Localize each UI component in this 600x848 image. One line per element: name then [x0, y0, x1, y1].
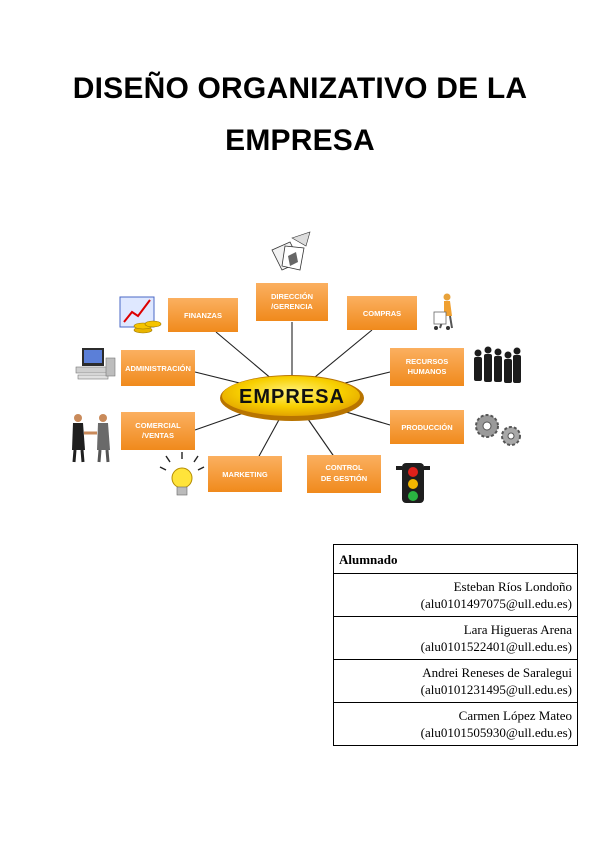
box-administracion-label: ADMINISTRACIÓN: [125, 364, 191, 373]
box-recursos-label-2: HUMANOS: [408, 367, 447, 376]
finance-chart-coins-icon: [119, 296, 162, 334]
box-direccion-label: DIRECCIÓN: [271, 292, 313, 301]
box-compras: COMPRAS: [347, 296, 417, 330]
box-finanzas-label: FINANZAS: [184, 311, 222, 320]
student-cell: Carmen López Mateo (alu0101505930@ull.ed…: [333, 702, 578, 746]
computer-icon: [75, 348, 116, 380]
worker-cart-icon: [433, 293, 453, 330]
student-name: Carmen López Mateo: [458, 708, 572, 723]
traffic-light-icon: [396, 463, 430, 503]
center-ellipse: EMPRESA: [220, 375, 364, 421]
box-finanzas: FINANZAS: [168, 298, 238, 332]
box-compras-label: COMPRAS: [363, 309, 401, 318]
box-control-label-2: DE GESTIÓN: [321, 474, 367, 483]
lightbulb-icon: [159, 452, 205, 496]
table-row: Andrei Reneses de Saralegui (alu01012314…: [333, 659, 578, 703]
papers-icon: [271, 231, 311, 271]
box-marketing: MARKETING: [208, 456, 282, 492]
student-email: (alu0101231495@ull.edu.es): [420, 682, 572, 697]
student-email: (alu0101505930@ull.edu.es): [420, 725, 572, 740]
student-name: Andrei Reneses de Saralegui: [422, 665, 572, 680]
gears-icon: [475, 414, 521, 446]
center-label: EMPRESA: [239, 386, 345, 408]
students-table-header: Alumnado: [333, 544, 578, 574]
box-direccion: DIRECCIÓN /GERENCIA: [256, 283, 328, 321]
table-row: Esteban Ríos Londoño (alu0101497075@ull.…: [333, 573, 578, 617]
box-control: CONTROL DE GESTIÓN: [307, 455, 381, 493]
box-comercial-label-2: /VENTAS: [142, 431, 174, 440]
student-email: (alu0101522401@ull.edu.es): [420, 639, 572, 654]
table-row: Lara Higueras Arena (alu0101522401@ull.e…: [333, 616, 578, 660]
box-recursos-humanos: RECURSOS HUMANOS: [390, 348, 464, 386]
handshake-icon: [72, 414, 110, 463]
box-comercial: COMERCIAL /VENTAS: [121, 412, 195, 450]
student-cell: Lara Higueras Arena (alu0101522401@ull.e…: [333, 616, 578, 660]
box-marketing-label: MARKETING: [222, 470, 268, 479]
box-administracion: ADMINISTRACIÓN: [121, 350, 195, 386]
box-recursos-label: RECURSOS: [406, 357, 449, 366]
student-cell: Andrei Reneses de Saralegui (alu01012314…: [333, 659, 578, 703]
box-direccion-label-2: /GERENCIA: [271, 302, 313, 311]
box-produccion-label: PRODUCCIÓN: [401, 423, 452, 432]
students-table-header-row: Alumnado: [333, 544, 578, 574]
students-table: Alumnado Esteban Ríos Londoño (alu010149…: [333, 544, 578, 746]
document-title-line-1: DISEÑO ORGANIZATIVO DE LA: [72, 72, 528, 105]
table-row: Carmen López Mateo (alu0101505930@ull.ed…: [333, 702, 578, 746]
box-control-label: CONTROL: [325, 463, 362, 472]
box-comercial-label: COMERCIAL: [135, 421, 181, 430]
people-group-icon: [474, 346, 521, 383]
box-produccion: PRODUCCIÓN: [390, 410, 464, 444]
document-title-line-2: EMPRESA: [225, 124, 375, 157]
student-cell: Esteban Ríos Londoño (alu0101497075@ull.…: [333, 573, 578, 617]
student-name: Esteban Ríos Londoño: [453, 579, 572, 594]
student-name: Lara Higueras Arena: [463, 622, 572, 637]
organization-diagram: DIRECCIÓN /GERENCIA FINANZAS COMPRAS ADM…: [72, 231, 521, 503]
student-email: (alu0101497075@ull.edu.es): [420, 596, 572, 611]
